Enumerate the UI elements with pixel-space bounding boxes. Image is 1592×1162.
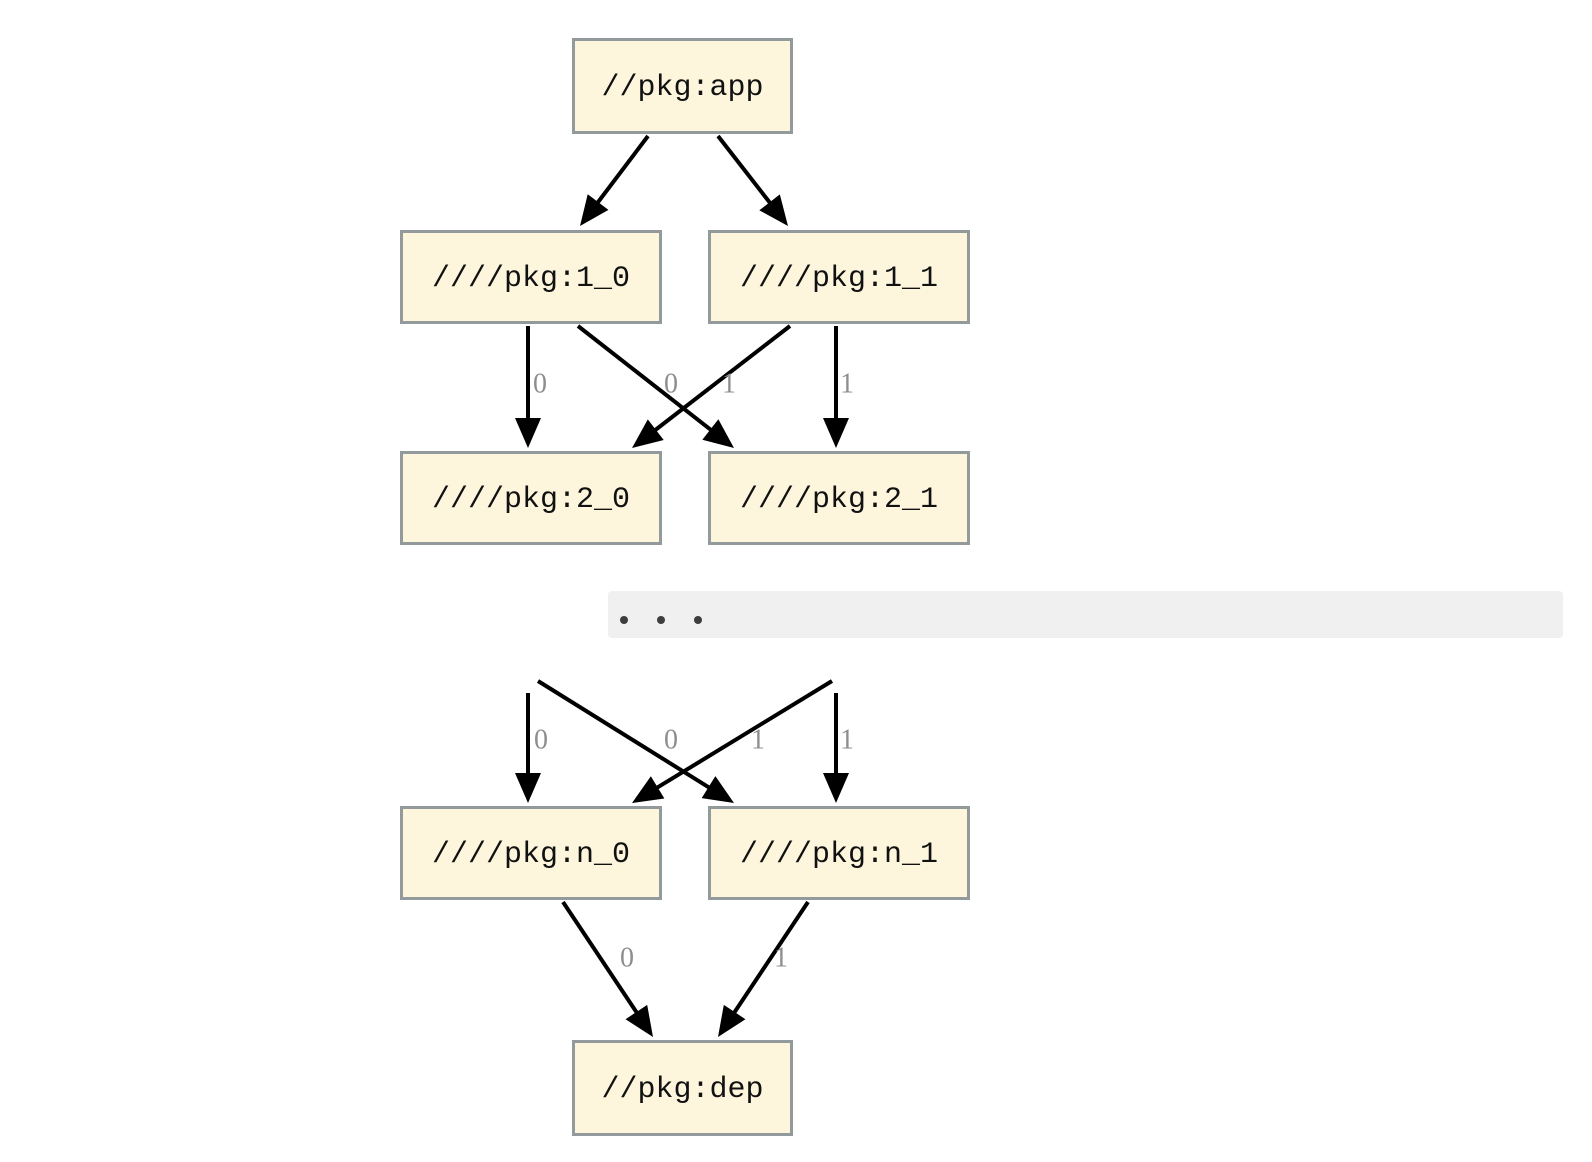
edge-line — [730, 900, 810, 1017]
edge-arrowhead — [580, 194, 609, 226]
node-label-app: //pkg:app — [601, 71, 763, 105]
edge-label-n_0-dep: 0 — [620, 942, 634, 973]
edge-arrowhead — [702, 419, 734, 448]
graph-node-nn_0[interactable]: ////pkg:n_0 — [400, 806, 662, 900]
edge-arrowhead — [823, 773, 849, 803]
edge-arrowhead — [632, 776, 665, 803]
edge-label-1_0-2_0: 0 — [533, 368, 547, 399]
node-box-n2_0[interactable] — [400, 451, 662, 545]
node-label-n2_0: ////pkg:2_0 — [432, 483, 630, 517]
graph-edge-1_1-2_1: 1 — [823, 326, 854, 448]
edge-arrowhead — [701, 776, 734, 803]
graph-node-nn_1[interactable]: ////pkg:n_1 — [708, 806, 970, 900]
edge-label-1_1-2_0: 1 — [722, 368, 736, 399]
graph-edge-x-n_1: 0 — [536, 679, 734, 803]
graph-node-n1_0[interactable]: ////pkg:1_0 — [400, 230, 662, 324]
node-label-dep: //pkg:dep — [601, 1073, 763, 1107]
node-box-n1_0[interactable] — [400, 230, 662, 324]
edge-label-x-n_0: 0 — [534, 724, 548, 755]
edge-label-1_0-2_1: 0 — [664, 368, 678, 399]
node-box-app[interactable] — [572, 38, 793, 134]
node-label-nn_1: ////pkg:n_1 — [740, 838, 938, 872]
graph-edge-x-n_0: 0 — [515, 693, 548, 803]
node-box-n1_1[interactable] — [708, 230, 970, 324]
edge-arrowhead — [823, 418, 849, 448]
edge-line — [536, 679, 713, 791]
edge-arrowhead — [515, 773, 541, 803]
graph-edge-1_0-2_0: 0 — [515, 326, 547, 448]
graph-node-app[interactable]: //pkg:app — [572, 38, 793, 134]
edge-arrowhead — [759, 194, 788, 226]
node-box-dep[interactable] — [572, 1040, 793, 1136]
edge-line — [653, 679, 834, 792]
edge-label-y-n_1: 1 — [840, 724, 854, 755]
edge-arrowhead — [515, 418, 541, 448]
edge-label-n_1-dep: 1 — [774, 942, 788, 973]
edge-arrowhead — [632, 419, 664, 448]
edge-label-y-n_0: 1 — [751, 724, 765, 755]
graph-node-n2_0[interactable]: ////pkg:2_0 — [400, 451, 662, 545]
node-label-nn_0: ////pkg:n_0 — [432, 838, 630, 872]
graph-node-dep[interactable]: //pkg:dep — [572, 1040, 793, 1136]
ellipsis-dot-0 — [620, 616, 628, 624]
graph-edge-y-n_0: 1 — [632, 679, 834, 803]
graph-edge-1_0-2_1: 0 — [576, 324, 734, 448]
edge-arrowhead — [625, 1004, 653, 1037]
edge-label-1_1-2_1: 1 — [840, 368, 854, 399]
graph-edge-y-n_1: 1 — [823, 693, 854, 803]
nodes-layer: //pkg:app ////pkg:1_0 ////pkg:1_1 ////pkg:2… — [400, 38, 970, 1136]
node-label-n1_1: ////pkg:1_1 — [740, 262, 938, 296]
ellipsis-dot-1 — [657, 616, 665, 624]
node-box-nn_1[interactable] — [708, 806, 970, 900]
graph-edge-n_1-dep: 1 — [718, 900, 810, 1037]
graph-edge-n_0-dep: 0 — [561, 900, 653, 1037]
edge-line — [716, 134, 774, 207]
node-label-n2_1: ////pkg:2_1 — [740, 483, 938, 517]
ellipsis-bar — [608, 591, 1563, 638]
node-label-n1_0: ////pkg:1_0 — [432, 262, 630, 296]
graph-edge-1_1-2_0: 1 — [632, 324, 792, 448]
edge-line — [576, 324, 715, 434]
node-box-n2_1[interactable] — [708, 451, 970, 545]
edge-arrowhead — [718, 1004, 746, 1037]
edge-line — [594, 134, 650, 207]
node-box-nn_0[interactable] — [400, 806, 662, 900]
edge-line — [651, 324, 792, 434]
graph-edge-app-1_1 — [716, 134, 788, 226]
edge-line — [561, 900, 641, 1017]
edge-label-x-n_1: 0 — [664, 724, 678, 755]
ellipsis-dot-2 — [694, 616, 702, 624]
edges-layer: 0 0 1 1 0 0 1 1 0 1 — [515, 134, 854, 1037]
graph-node-n2_1[interactable]: ////pkg:2_1 — [708, 451, 970, 545]
ellipsis-separator — [608, 591, 1563, 638]
graph-node-n1_1[interactable]: ////pkg:1_1 — [708, 230, 970, 324]
graph-edge-app-1_0 — [580, 134, 650, 226]
